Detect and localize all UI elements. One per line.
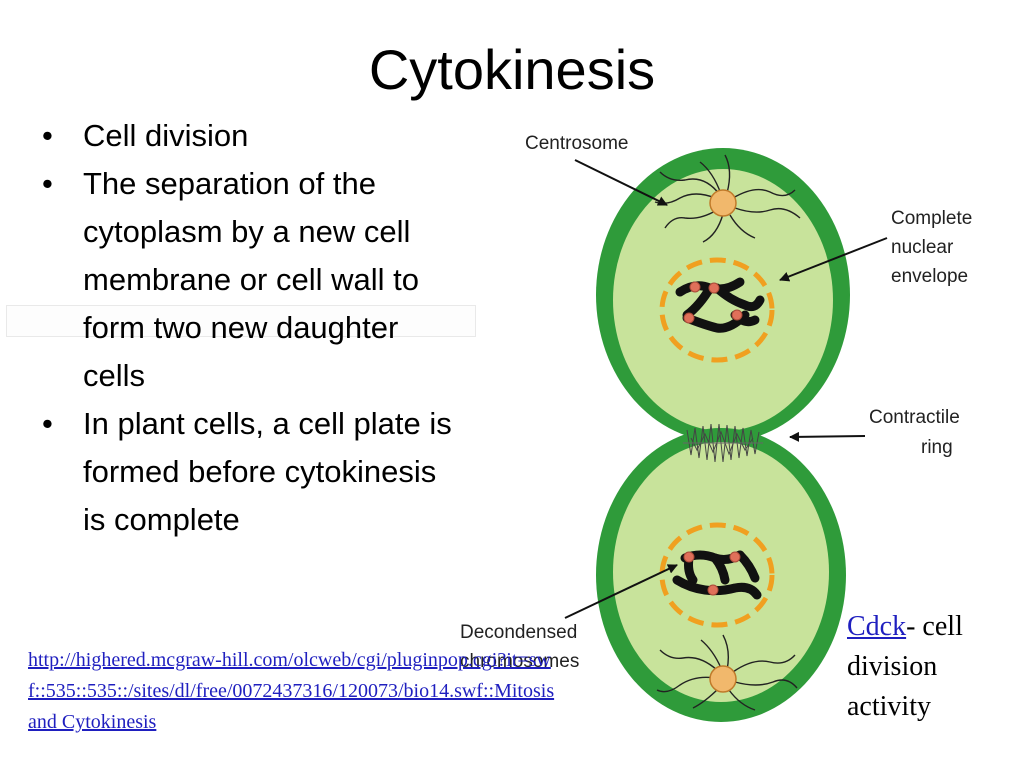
bullet-item: Cell division (40, 112, 465, 160)
upper-cytoplasm (613, 169, 833, 431)
upper-kinetochores (683, 281, 743, 324)
cdck-note: Cdck- cell division activity (847, 607, 1017, 727)
label-contractile-ring-1: Contractile (869, 407, 960, 428)
upper-centrosome (654, 154, 801, 243)
bullet-list: Cell division The separation of the cyto… (40, 112, 465, 544)
bullet-item: The separation of the cytoplasm by a new… (40, 160, 465, 400)
bullet-item: In plant cells, a cell plate is formed b… (40, 400, 465, 544)
label-nuclear-envelope-3: envelope (891, 266, 968, 287)
cytokinesis-diagram: Centrosome Complete nuclear envelope Con… (460, 133, 972, 722)
mcgraw-hill-link[interactable]: http://highered.mcgraw-hill.com/olcweb/c… (28, 649, 555, 733)
lower-nuclear-envelope (659, 522, 775, 628)
label-nuclear-envelope-1: Complete (891, 208, 972, 229)
label-centrosome: Centrosome (525, 133, 629, 154)
upper-nuclear-envelope (659, 257, 775, 363)
label-nuclear-envelope-2: nuclear (891, 237, 954, 258)
label-chromosomes-1: Decondensed (460, 622, 577, 643)
label-chromosomes-2: chromosomes (460, 651, 579, 672)
cdck-link[interactable]: Cdck (847, 611, 907, 642)
contractile-ring (683, 423, 763, 463)
slide-title: Cytokinesis (368, 38, 656, 101)
lower-kinetochores (683, 551, 741, 596)
label-contractile-ring-2: ring (921, 437, 953, 458)
cdck-note-text: - cell division activity (847, 611, 963, 722)
lower-centrosome (656, 634, 798, 711)
label-arrows (564, 159, 888, 619)
